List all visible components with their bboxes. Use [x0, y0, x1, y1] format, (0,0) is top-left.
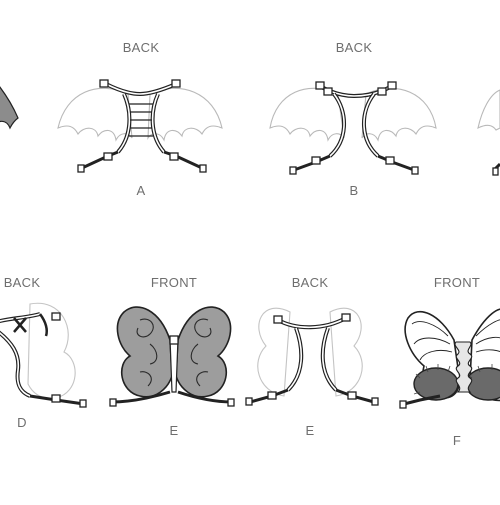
- label-front-view-f: FRONT: [433, 275, 481, 290]
- bat-wings-view-a: [57, 79, 223, 173]
- label-front-view-e: FRONT: [150, 275, 198, 290]
- butterfly-view-e-back: [245, 307, 379, 406]
- butterfly-view-e-front: [109, 306, 235, 407]
- bat-wings-view-b: [269, 81, 437, 175]
- partial-bat-wing-right: [477, 89, 500, 176]
- label-view-e-front: E: [169, 423, 179, 438]
- label-view-e-back: E: [305, 423, 315, 438]
- label-back-view-b: BACK: [335, 40, 373, 55]
- label-view-f: F: [452, 433, 462, 448]
- label-view-a: A: [136, 183, 146, 198]
- moth-wings-view-f-front: [399, 308, 500, 409]
- label-back-view-d: BACK: [3, 275, 41, 290]
- butterfly-view-d: [0, 302, 87, 408]
- label-back-view-e: BACK: [291, 275, 329, 290]
- partial-bat-wing-left: [0, 86, 19, 130]
- label-view-d: D: [17, 415, 27, 430]
- label-view-b: B: [349, 183, 359, 198]
- label-back-view-a: BACK: [122, 40, 160, 55]
